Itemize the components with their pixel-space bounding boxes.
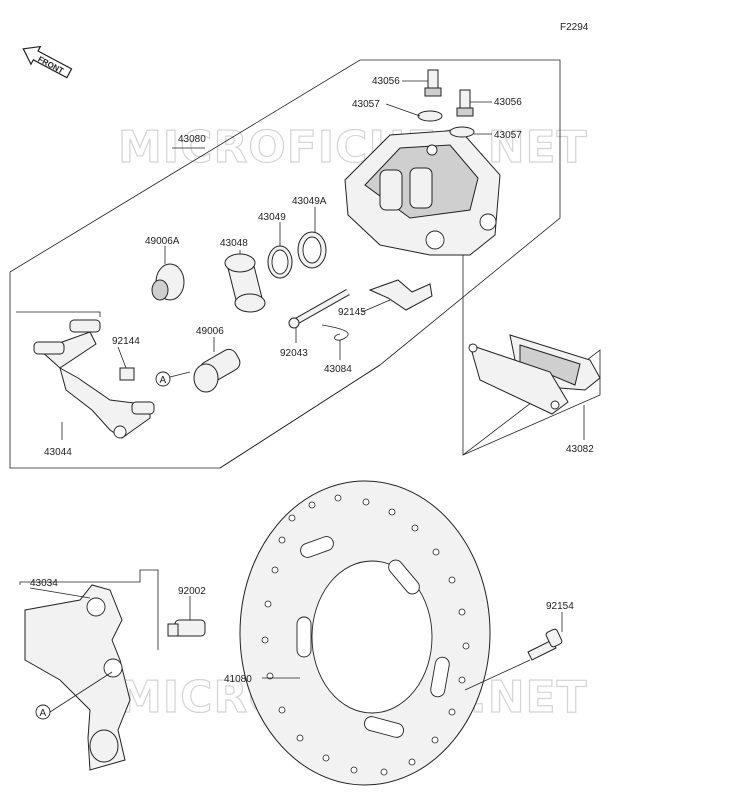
bracket-frame: [16, 311, 101, 317]
bleed-screw-right: [456, 89, 474, 117]
label-43084: 43084: [324, 364, 352, 375]
leader-lines: [61, 80, 585, 440]
bracket-43034: [24, 584, 131, 771]
label-43048: 43048: [220, 238, 248, 249]
bleed-cap-left: [417, 110, 443, 122]
boot-49006: [193, 348, 241, 393]
bracket-43044: [33, 319, 155, 439]
bolt-92154: [527, 628, 563, 661]
label-43057-left: 43057: [352, 99, 380, 110]
label-43080: 43080: [178, 134, 206, 145]
label-92002: 92002: [178, 586, 206, 597]
boot-49006A: [151, 263, 185, 301]
piston-43048: [224, 253, 266, 313]
clip-43084: [321, 324, 349, 341]
label-43057-right: 43057: [494, 130, 522, 141]
label-43082: 43082: [566, 444, 594, 455]
label-43034: 43034: [30, 578, 58, 589]
callout-a-lower-label: A: [40, 708, 47, 719]
bleed-cap-right: [449, 126, 475, 138]
label-49006: 49006: [196, 326, 224, 337]
label-43049A: 43049A: [292, 196, 327, 207]
label-43056-right: 43056: [494, 97, 522, 108]
caliper-assembly-frame: [9, 59, 561, 469]
brake-pads: [468, 334, 601, 415]
label-92043: 92043: [280, 348, 308, 359]
bleed-screw-left: [424, 69, 442, 97]
label-49006A: 49006A: [145, 236, 180, 247]
callout-a-lower: [35, 704, 51, 720]
front-arrow-icon: FRONT: [22, 45, 73, 79]
figure-code: F2294: [560, 22, 589, 33]
label-92145: 92145: [338, 307, 366, 318]
label-43044: 43044: [44, 447, 72, 458]
brake-disc-41080: [239, 480, 491, 786]
bolt-92002: [167, 619, 206, 637]
spring-92145: [368, 279, 433, 311]
label-43056-left: 43056: [372, 76, 400, 87]
pin-92043: [288, 288, 350, 329]
watermark-top: MICROFICHES.NET: [118, 122, 588, 173]
clip-92144: [119, 367, 135, 381]
label-41080: 41080: [224, 674, 252, 685]
label-92154: 92154: [546, 601, 574, 612]
pad-frame: [462, 235, 601, 456]
label-43049: 43049: [258, 212, 286, 223]
bracket-43034-frame: [19, 569, 159, 650]
label-92144: 92144: [112, 336, 140, 347]
callout-a-upper: [155, 371, 171, 387]
caliper-body: [344, 129, 501, 256]
callout-a-upper-label: A: [160, 375, 167, 386]
